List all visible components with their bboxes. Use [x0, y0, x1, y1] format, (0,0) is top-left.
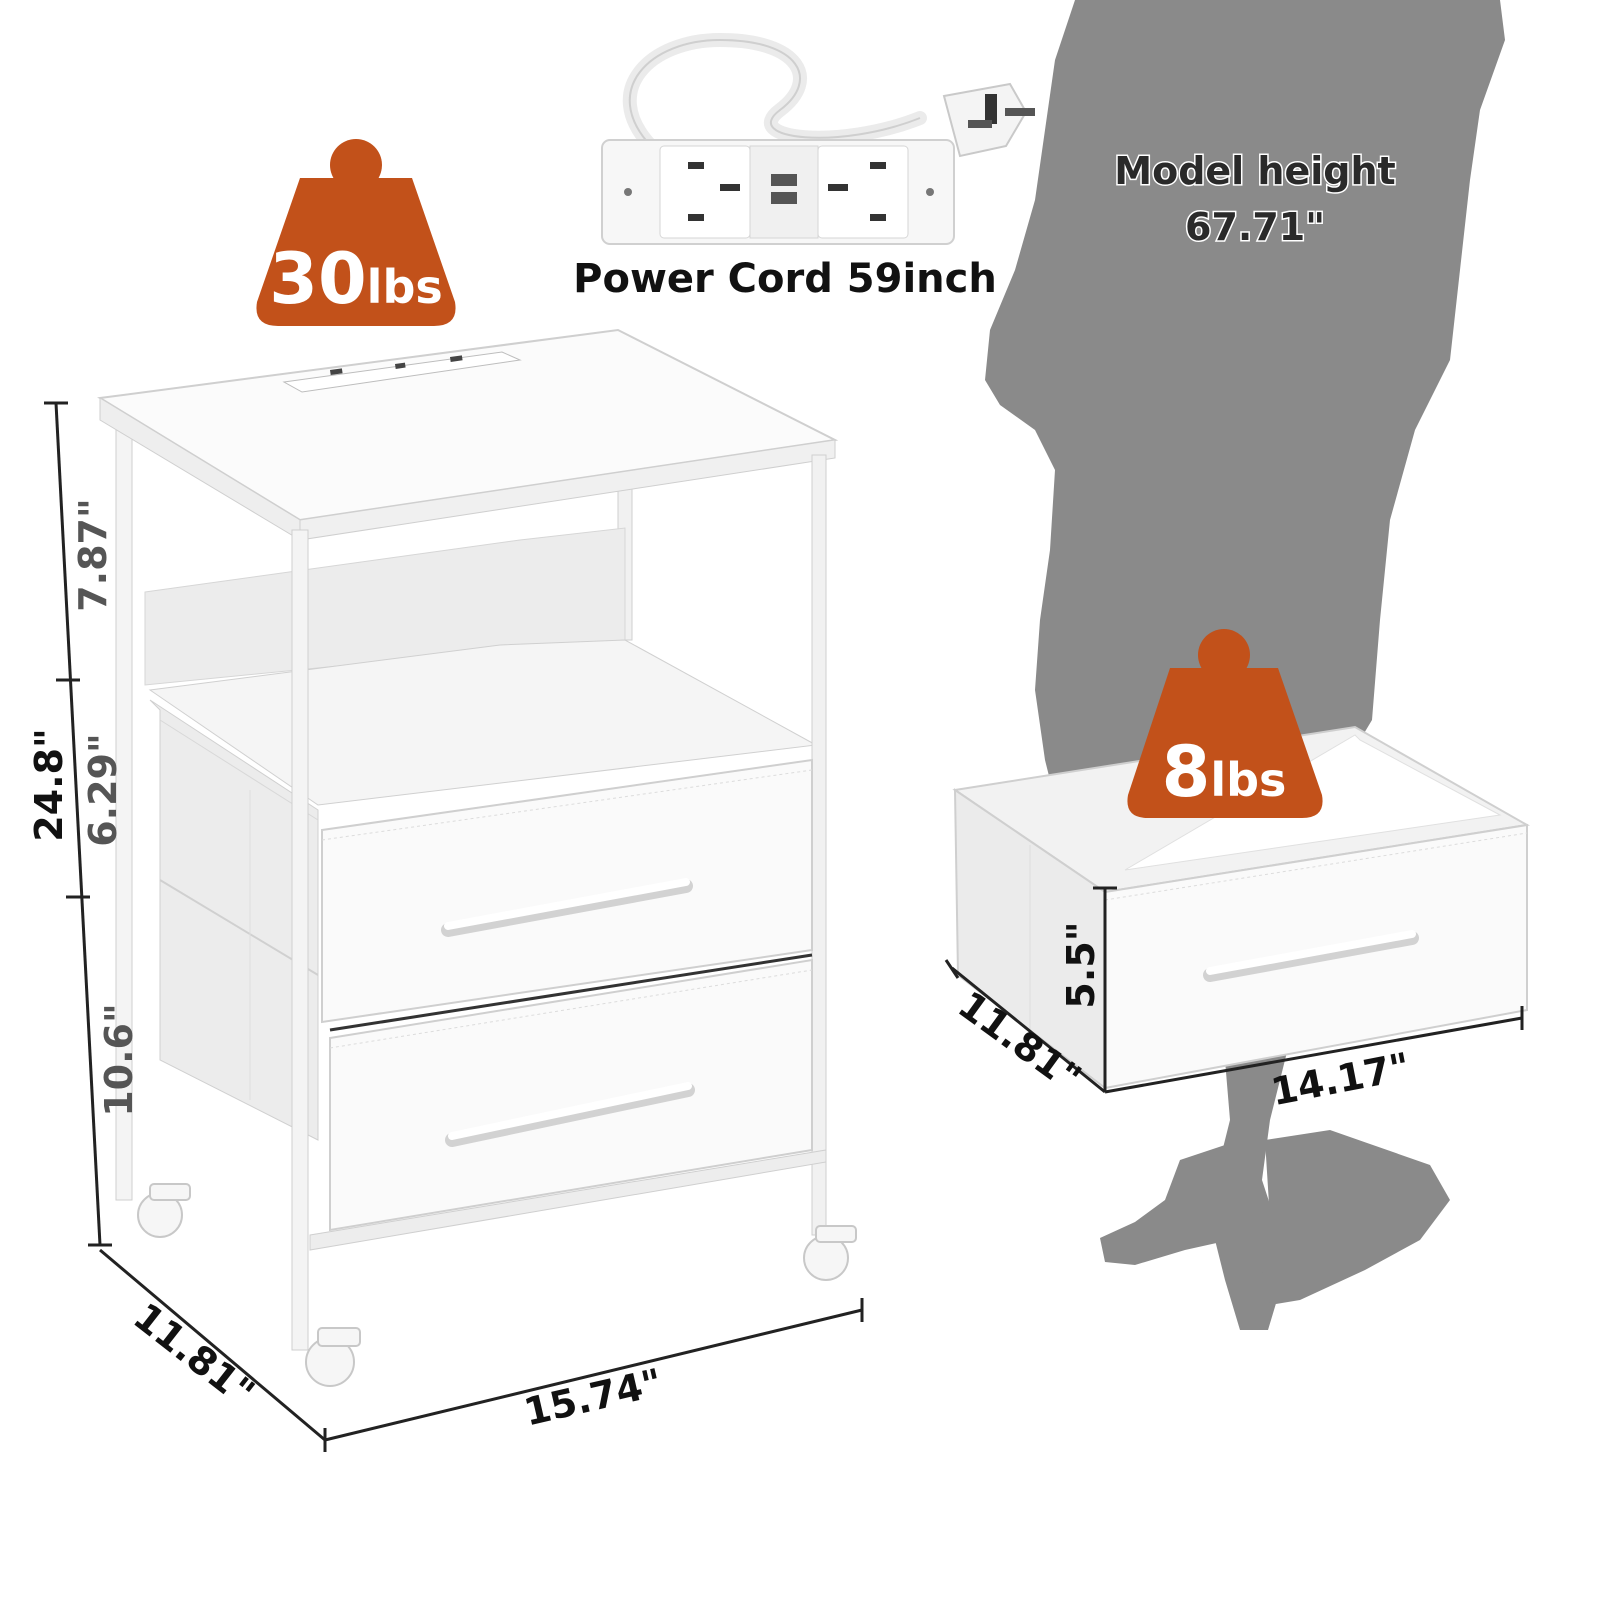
weight-value-cabinet: 30lbs	[269, 238, 443, 320]
nightstand-cabinet	[97, 328, 839, 1351]
drawer-handle-icon	[441, 878, 695, 1147]
uk-plug-icon	[942, 82, 1035, 158]
drawer-dimension-lines	[944, 886, 1524, 1094]
weight-icon-cabinet	[256, 139, 456, 326]
dimension-cabinet-width: 15.74"	[520, 1360, 666, 1434]
dimension-cabinet-depth: 11.81"	[125, 1294, 262, 1415]
drawer-bottom-front	[329, 958, 813, 1232]
dimension-drawer-height: 5.5"	[1059, 921, 1103, 1008]
dimension-top-section: 7.87"	[71, 498, 115, 612]
cabinet-dimension-lines	[44, 401, 864, 1452]
dimension-total-height: 24.8"	[27, 728, 71, 842]
dimension-bottom-section: 10.6"	[97, 1003, 141, 1117]
model-height-label: Model height	[1114, 149, 1395, 193]
dimension-middle-section: 6.29"	[81, 733, 125, 847]
power-cord-label: Power Cord 59inch	[573, 256, 997, 302]
weight-icon-drawer	[1127, 629, 1323, 818]
model-height-value: 67.71"	[1185, 205, 1325, 249]
loose-drawer-handle	[1203, 930, 1419, 982]
weight-value-drawer: 8lbs	[1162, 731, 1287, 813]
caster-wheel-icon	[137, 1183, 857, 1387]
power-strip-icon	[601, 32, 955, 245]
drawer-top-front	[321, 758, 813, 1024]
